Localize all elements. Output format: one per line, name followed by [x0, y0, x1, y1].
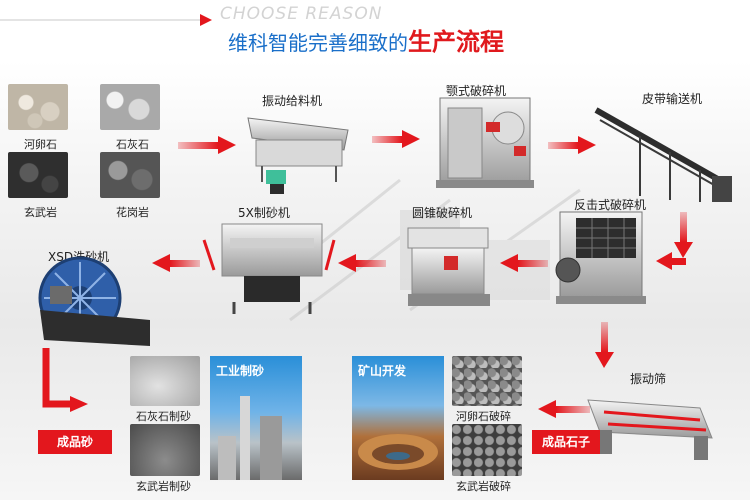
arrow-feeder-to-jaw [372, 130, 420, 148]
header-rule [0, 14, 212, 26]
arrow-conveyor-down [674, 212, 693, 258]
arrow-to-impact-left [656, 252, 686, 270]
label-belt-conveyor: 皮带输送机 [642, 92, 703, 106]
mining-panel: 矿山开发 [352, 356, 444, 480]
basalt-crushed-photo [452, 424, 522, 476]
arrow-washer-to-sand [42, 348, 88, 412]
industrial-sand-panel: 工业制砂 [210, 356, 302, 480]
vibrating-feeder-machine [247, 117, 349, 194]
title-part-blue: 维科智能完善细致的 [228, 31, 408, 55]
title-part-red: 生产流程 [408, 28, 504, 56]
limestone-photo [100, 84, 160, 130]
arrow-cone-to-sand-maker [338, 254, 386, 272]
product-label: 玄武岩制砂 [136, 480, 191, 493]
label-vibrating-screen: 振动筛 [630, 372, 667, 386]
mining-title: 矿山开发 [358, 364, 407, 378]
arrow-impact-to-cone [500, 254, 548, 272]
product-label: 石灰石制砂 [136, 410, 191, 423]
product-label: 玄武岩破碎 [456, 480, 511, 493]
granite-photo [100, 152, 160, 198]
sand-maker-machine [202, 223, 336, 314]
label-impact-crusher: 反击式破碎机 [574, 198, 647, 212]
pebble-crushed-photo [452, 356, 522, 406]
product-label: 河卵石破碎 [456, 410, 511, 423]
impact-crusher-machine [555, 211, 646, 304]
label-sand-maker: 5X制砂机 [238, 206, 290, 220]
basalt-photo [8, 152, 68, 198]
arrow-impact-to-screen [595, 322, 614, 368]
belt-conveyor-machine [594, 107, 732, 202]
material-label: 花岗岩 [116, 206, 149, 219]
jaw-crusher-machine [436, 97, 534, 188]
cone-crusher-machine [407, 227, 490, 306]
finished-sand-tag: 成品砂 [38, 430, 112, 454]
arrow-jaw-to-conveyor [548, 136, 596, 154]
finished-stone-tag: 成品石子 [532, 430, 600, 454]
basalt-sand-photo [130, 424, 200, 476]
label-cone-crusher: 圆锥破碎机 [412, 206, 473, 220]
label-jaw-crusher: 颚式破碎机 [446, 84, 507, 98]
arrow-materials-to-feeder [178, 136, 236, 154]
page-title: 维科智能完善细致的生产流程 [228, 22, 504, 57]
arrow-screen-to-stone [538, 400, 590, 418]
material-label: 玄武岩 [24, 206, 57, 219]
label-vibrating-feeder: 振动给料机 [262, 94, 323, 108]
vibrating-screen-machine [587, 399, 713, 460]
material-label: 石灰石 [116, 138, 149, 151]
material-label: 河卵石 [24, 138, 57, 151]
limestone-sand-photo [130, 356, 200, 406]
header-watermark: CHOOSE REASON [220, 4, 383, 24]
industrial-sand-title: 工业制砂 [216, 364, 265, 378]
sand-washer-machine [38, 256, 150, 346]
pebble-photo [8, 84, 68, 130]
arrow-sand-maker-to-washer [152, 254, 200, 272]
